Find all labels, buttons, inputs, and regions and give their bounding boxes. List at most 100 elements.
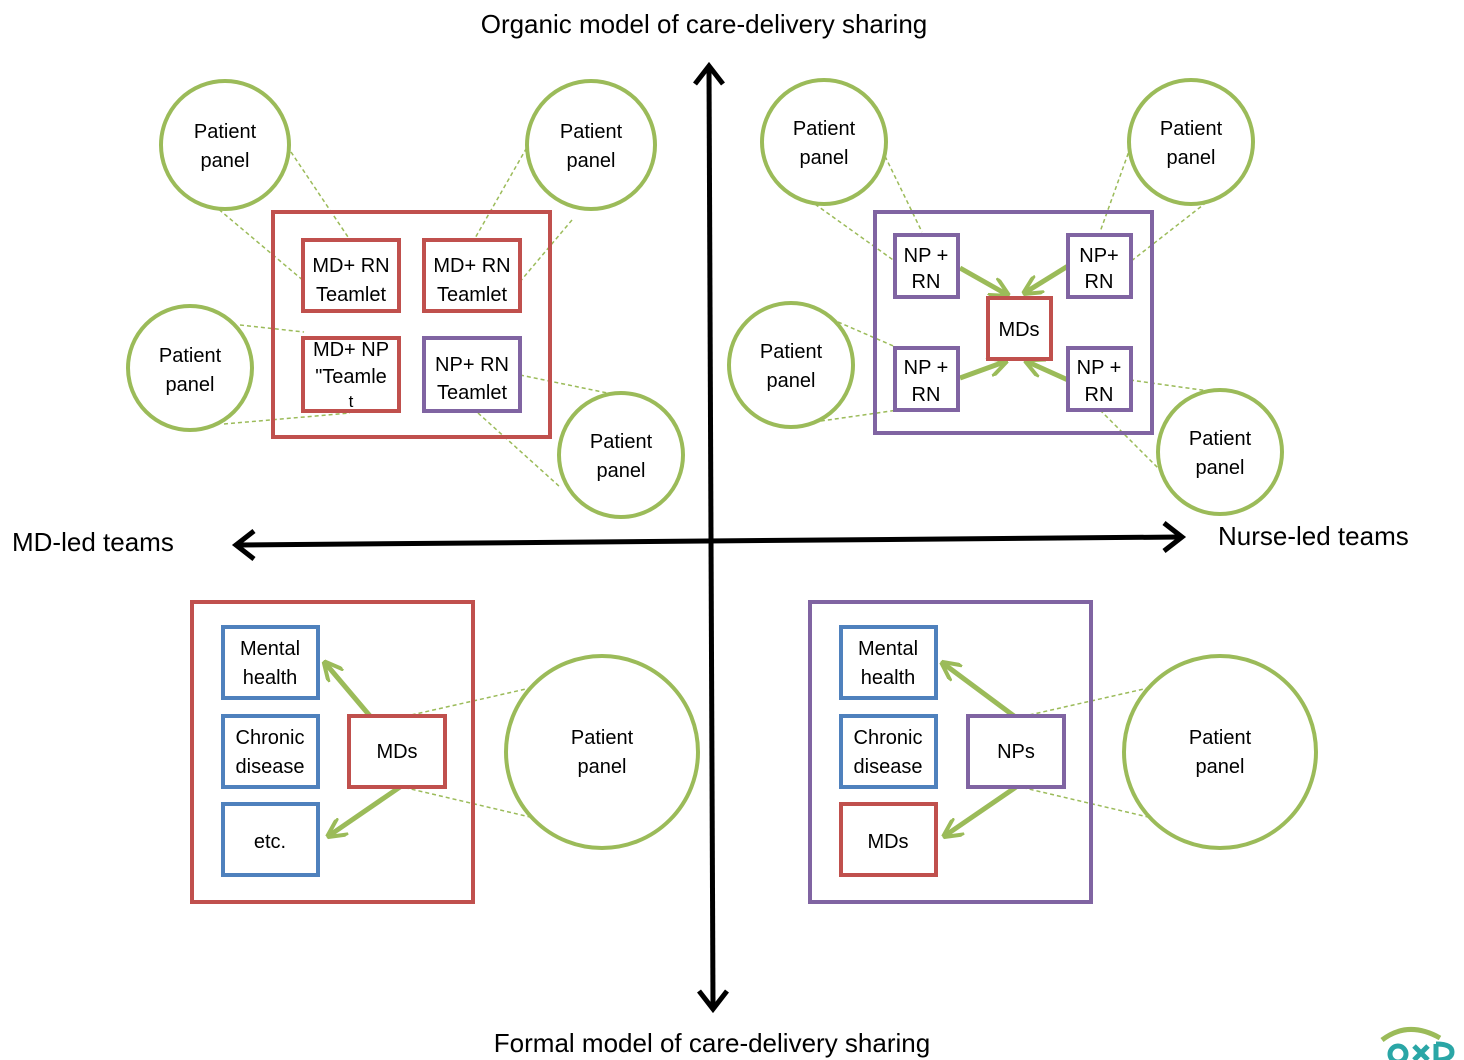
horizontal-axis-left-arrowhead <box>231 529 256 561</box>
team-label-line1: MD+ RN <box>433 255 510 277</box>
quadrant-organic-md-led: MD+ RN Teamlet MD+ RN Teamlet MD+ NP "Te… <box>126 79 685 519</box>
team-label-line1: NP+ <box>1079 245 1118 267</box>
team-label-line2: RN <box>912 384 941 406</box>
vertical-axis <box>706 67 716 1008</box>
center-label: NPs <box>997 741 1035 763</box>
team-label-line2: Teamlet <box>437 284 507 306</box>
patient-panel-circle: Patient panel <box>557 391 685 519</box>
axis-label-right: Nurse-led teams <box>1218 521 1409 551</box>
team-label-line1: MD+ NP <box>313 339 389 361</box>
patient-panel-circle: Patient panel <box>525 79 657 211</box>
patient-panel-line1: Patient <box>571 727 634 749</box>
q3-service-2: Chronic disease <box>221 714 320 789</box>
q2-connectors <box>797 139 1217 481</box>
q4-container <box>808 600 1093 904</box>
patient-panel-line2: panel <box>1167 147 1216 169</box>
q2-center-mds: MDs <box>986 296 1053 361</box>
q4-service-3-mds: MDs <box>839 802 938 877</box>
horizontal-axis <box>237 534 1181 548</box>
quadrant-formal-md-led: Mental health Chronic disease etc. MDs P… <box>190 600 700 904</box>
patient-panel-line1: Patient <box>760 341 823 363</box>
service-label-line2: health <box>861 667 916 689</box>
patient-panel-circle: Patient panel <box>1156 388 1284 516</box>
patient-panel-line1: Patient <box>560 121 623 143</box>
q4-service-1: Mental health <box>839 625 938 700</box>
service-label-line1: etc. <box>254 831 286 853</box>
q3-service-3: etc. <box>221 802 320 877</box>
team-label-line3: t <box>349 392 354 411</box>
service-label-line2: disease <box>236 756 305 778</box>
axis-label-bottom: Formal model of care-delivery sharing <box>494 1028 930 1058</box>
team-label-line1: NP + <box>904 245 949 267</box>
q2-container <box>873 210 1154 435</box>
center-label: MDs <box>376 741 417 763</box>
logo <box>1380 1026 1464 1060</box>
service-label-line2: disease <box>854 756 923 778</box>
q3-container <box>190 600 475 904</box>
patient-panel-line1: Patient <box>1189 727 1252 749</box>
q1-team-2: MD+ RN Teamlet <box>422 238 522 313</box>
q3-arrows <box>326 664 402 835</box>
team-label-line1: MD+ RN <box>312 255 389 277</box>
axis-label-top: Organic model of care-delivery sharing <box>481 9 928 39</box>
q4-service-2: Chronic disease <box>839 714 938 789</box>
patient-panel-circle: Patient panel <box>159 79 291 211</box>
q1-team-4: NP+ RN Teamlet <box>422 336 522 413</box>
patient-panel-line1: Patient <box>194 121 257 143</box>
team-label-line1: NP + <box>904 357 949 379</box>
team-label-line2: "Teamle <box>315 366 387 388</box>
patient-panel-circle: Patient panel <box>126 304 254 432</box>
patient-panel-line2: panel <box>201 150 250 172</box>
patient-panel-circle: Patient panel <box>760 78 888 206</box>
patient-panel-line2: panel <box>578 756 627 778</box>
team-label-line2: RN <box>1085 271 1114 293</box>
horizontal-axis-right-arrowhead <box>1162 521 1187 553</box>
q2-team-3: NP + RN <box>893 346 960 412</box>
patient-panel-line2: panel <box>567 150 616 172</box>
q1-team-1: MD+ RN Teamlet <box>301 238 401 313</box>
logo-mark-icon <box>1380 1027 1455 1060</box>
patient-panel-line1: Patient <box>793 118 856 140</box>
patient-panel-line2: panel <box>1196 457 1245 479</box>
q3-center-mds: MDs <box>347 714 447 789</box>
patient-panel-circle: Patient panel <box>727 301 855 429</box>
patient-panel-line1: Patient <box>159 345 222 367</box>
team-label-line2: RN <box>912 271 941 293</box>
quadrant-organic-nurse-led: MDs NP + RN NP+ RN NP + RN NP + RN Patie… <box>727 78 1284 516</box>
q2-team-4: NP + RN <box>1066 346 1133 412</box>
q4-connectors <box>1015 683 1167 818</box>
service-label-line2: health <box>243 667 298 689</box>
patient-panel-line2: panel <box>1196 756 1245 778</box>
patient-panel-line1: Patient <box>1160 118 1223 140</box>
quadrant-formal-nurse-led: Mental health Chronic disease MDs NPs Pa… <box>808 600 1318 904</box>
patient-panel-line2: panel <box>800 147 849 169</box>
service-label-line1: Chronic <box>854 727 923 749</box>
q4-center-nps: NPs <box>966 714 1066 789</box>
patient-panel-circle: Patient panel <box>1122 654 1318 850</box>
q2-arrows <box>958 263 1070 383</box>
q1-container <box>271 210 552 439</box>
q2-team-1: NP + RN <box>893 233 960 299</box>
q1-team-3: MD+ NP "Teamle t <box>301 336 401 413</box>
axes <box>231 61 1187 1014</box>
service-label-line1: Chronic <box>236 727 305 749</box>
service-label-line1: MDs <box>867 831 908 853</box>
patient-panel-line1: Patient <box>590 431 653 453</box>
q3-connectors <box>397 683 549 818</box>
axis-label-left: MD-led teams <box>12 527 174 557</box>
team-label-line2: RN <box>1085 384 1114 406</box>
patient-panel-circle: Patient panel <box>1127 78 1255 206</box>
service-label-line1: Mental <box>858 638 918 660</box>
vertical-axis-top-arrowhead <box>693 61 725 86</box>
patient-panel-line1: Patient <box>1189 428 1252 450</box>
team-label-line1: NP + <box>1077 357 1122 379</box>
patient-panel-line2: panel <box>166 374 215 396</box>
patient-panel-line2: panel <box>767 370 816 392</box>
patient-panel-line2: panel <box>597 460 646 482</box>
q2-team-2: NP+ RN <box>1066 233 1133 299</box>
service-label-line1: Mental <box>240 638 300 660</box>
q4-arrows <box>944 664 1018 835</box>
q3-service-1: Mental health <box>221 625 320 700</box>
patient-panel-circle: Patient panel <box>504 654 700 850</box>
